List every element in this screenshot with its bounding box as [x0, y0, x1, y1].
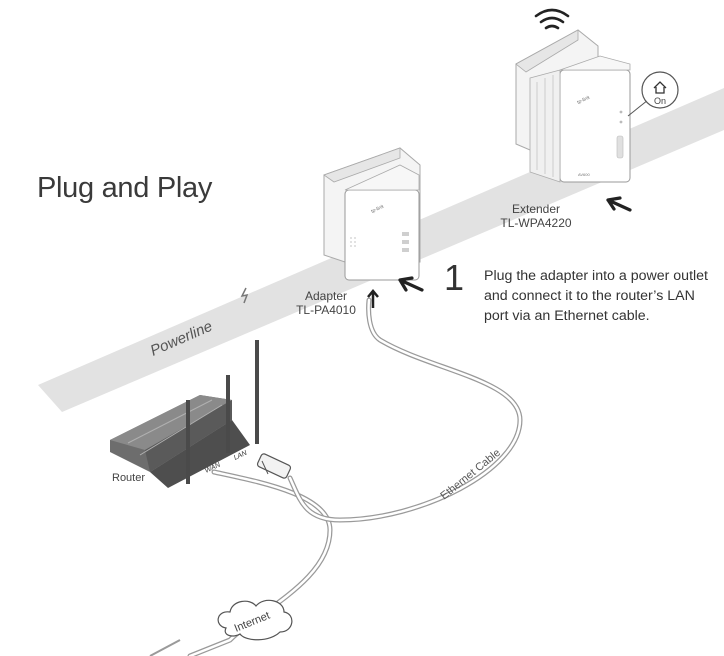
arrow-icon: [398, 276, 424, 292]
page-title: Plug and Play: [37, 172, 213, 204]
svg-text:tp-link: tp-link: [370, 204, 385, 215]
extender-label-line2: TL-WPA4220: [500, 216, 572, 230]
adapter-label: Adapter TL-PA4010: [296, 289, 356, 317]
arrow-icon: [606, 196, 632, 212]
router-label: Router: [112, 472, 146, 484]
step-text-line: port via an Ethernet cable.: [484, 308, 650, 324]
adapter-device: tp-link: [323, 147, 421, 281]
powerline-bolt-icon: [240, 287, 249, 304]
svg-text:AV600: AV600: [578, 172, 590, 177]
ethernet-cable: [287, 297, 523, 523]
router: [110, 340, 259, 488]
step-instructions: Plug the adapter into a power outlet and…: [484, 266, 724, 326]
extender-label-line1: Extender: [511, 202, 561, 216]
ethernet-plug: [256, 453, 292, 479]
arrow-icon: [367, 289, 379, 308]
ethernet-cable-label: Ethernet Cable: [438, 447, 503, 503]
step-text-line: and connect it to the router’s LAN: [484, 288, 695, 304]
internet-cloud: [217, 599, 293, 641]
home-icon: [653, 81, 667, 94]
step-text-line: Plug the adapter into a power outlet: [484, 268, 709, 284]
wifi-icon: [534, 8, 570, 30]
svg-text:tp-link: tp-link: [576, 95, 591, 106]
step-number: 1: [444, 257, 465, 298]
adapter-label-line2: TL-PA4010: [296, 303, 356, 317]
on-indicator-label: On: [654, 96, 666, 106]
extender-label: Extender TL-WPA4220: [498, 202, 574, 230]
on-indicator-badge: [641, 71, 679, 109]
extender-device: tp-link AV600: [515, 29, 631, 183]
adapter-label-line1: Adapter: [304, 289, 348, 303]
